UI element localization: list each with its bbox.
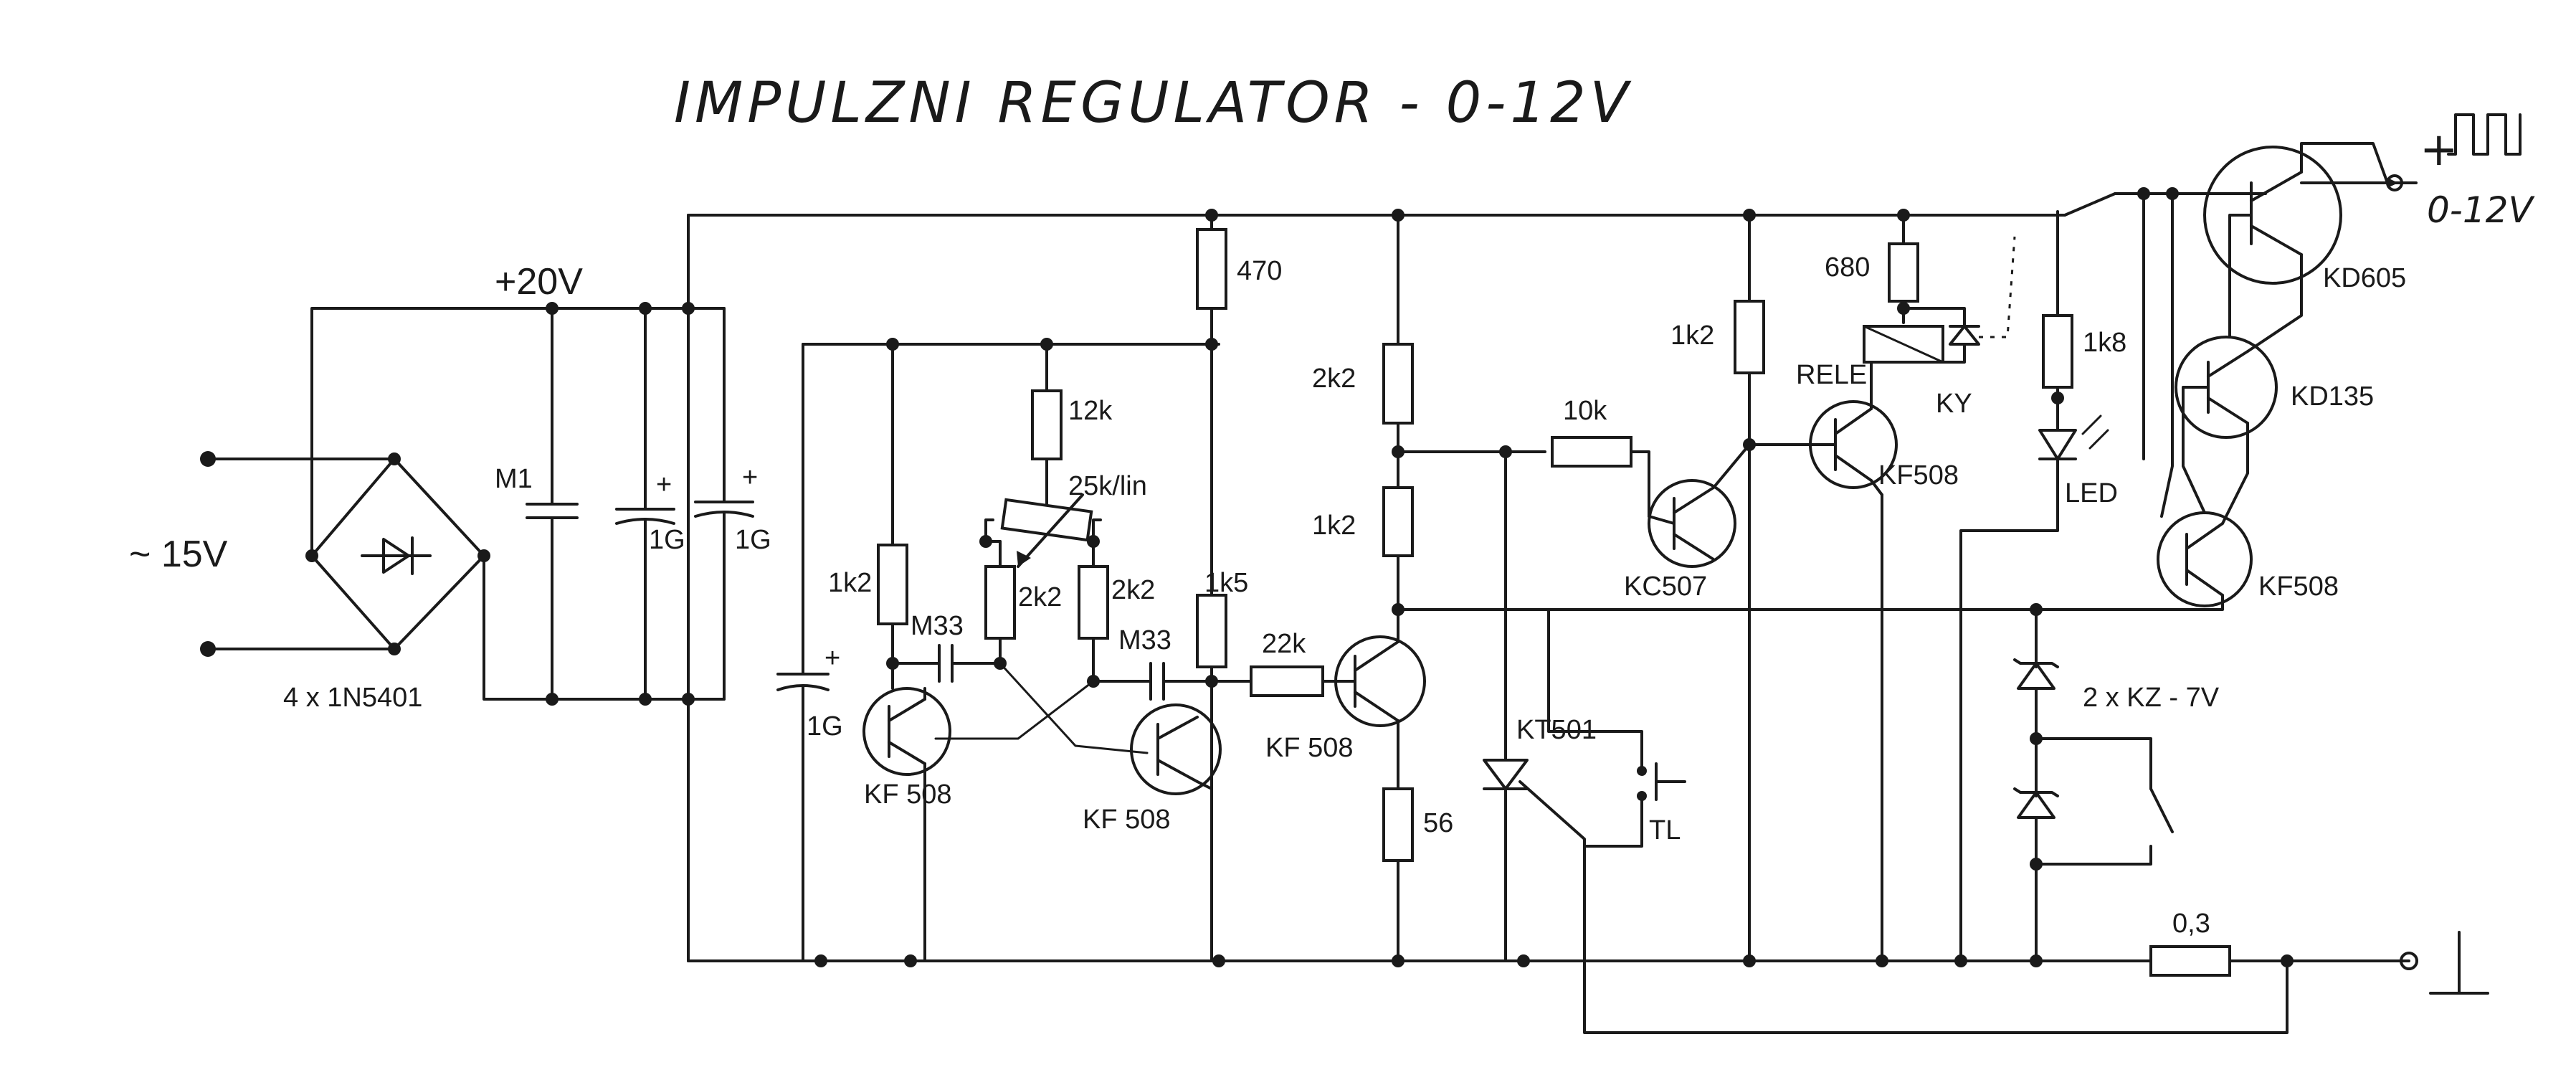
transistor-kf508-d: KF508 <box>1748 400 1959 962</box>
cap-1g-c-label: 1G <box>807 711 843 741</box>
kf508-b-label: KF 508 <box>1083 805 1171 835</box>
capacitor-m33-a: M33 <box>886 611 1007 683</box>
r-2k2-b-label: 2k2 <box>1111 575 1155 605</box>
kf508-e-label: KF508 <box>2258 572 2339 602</box>
output-plus-label: + <box>2420 123 2458 176</box>
r-680-label: 680 <box>1825 252 1870 283</box>
transistor-kc507: KC507 <box>1624 443 1751 602</box>
driver-column: 2k2 1k2 56 <box>1312 214 2152 962</box>
schematic-title: IMPULZNI REGULATOR - 0-12V <box>674 71 1632 136</box>
plus-a: + <box>656 470 672 500</box>
ground-symbol <box>2429 931 2489 995</box>
cap-1g-a-label: 1G <box>649 525 685 555</box>
output-bus <box>2142 174 2418 518</box>
output-label: 0-12V <box>2427 189 2535 231</box>
m33-a-label: M33 <box>911 611 964 641</box>
supply-rails: +20V <box>310 214 695 962</box>
bottom-rail <box>687 952 2418 970</box>
zener-diodes: 2 x KZ - 7V <box>2013 608 2220 962</box>
button-tl: TL <box>1547 608 1686 848</box>
transistor-kf508-b: KF 508 <box>1083 703 1222 835</box>
ac-input: ~ 15V <box>129 451 396 657</box>
led-label: LED <box>2065 478 2118 508</box>
relay-label: RELE <box>1796 360 1867 390</box>
kd135-label: KD135 <box>2291 382 2374 412</box>
transistor-kf508-c: KF 508 <box>1265 608 1426 763</box>
cross-coupling <box>934 662 1149 754</box>
m1-label: M1 <box>495 464 533 494</box>
pot-25k-label: 25k/lin <box>1068 471 1147 501</box>
relay-section: 680 RELE KY <box>1796 214 2016 419</box>
multivibrator-rail: 470 <box>802 214 1282 962</box>
m33-b-label: M33 <box>1118 625 1171 655</box>
capacitor-m1: M1 <box>495 307 579 701</box>
resistor-12k: 12k <box>1031 343 1113 514</box>
r-1k8-label: 1k8 <box>2083 328 2126 358</box>
r-22k-label: 22k <box>1262 629 1306 659</box>
r-56-label: 56 <box>1423 808 1453 838</box>
resistor-10k: 10k <box>1397 396 1650 518</box>
transistor-kd605: KD605 <box>2203 142 2406 353</box>
r-1k2-b-label: 1k2 <box>1312 511 1356 541</box>
ky-label: KY <box>1936 389 1972 419</box>
plus-c: + <box>824 643 840 673</box>
cap-1g-b-label: 1G <box>735 525 771 555</box>
kc507-label: KC507 <box>1624 572 1707 602</box>
resistor-2k2-b: 2k2 <box>1078 540 1155 683</box>
resistor-2k2-a: 2k2 <box>984 540 1062 665</box>
kd605-label: KD605 <box>2323 263 2406 293</box>
r-2k2-c-label: 2k2 <box>1312 364 1356 394</box>
capacitor-1g-a: + 1G <box>615 307 685 701</box>
kf508-c-label: KF 508 <box>1265 733 1354 763</box>
transistor-kd135: KD135 <box>2175 336 2374 525</box>
top-rail <box>687 187 2179 222</box>
plus-b: + <box>742 463 758 493</box>
kf508-d-label: KF508 <box>1878 460 1959 490</box>
output-marker: + 0-12V <box>2420 113 2535 231</box>
led-indicator: 1k8 LED <box>1959 210 2126 962</box>
r-10k-label: 10k <box>1563 396 1607 426</box>
bridge-label: 4 x 1N5401 <box>283 683 422 713</box>
resistor-22k: 22k <box>1210 629 1356 697</box>
capacitor-1g-c: + 1G <box>776 643 843 962</box>
potentiometer-25k: 25k/lin <box>979 471 1147 568</box>
zener-label: 2 x KZ - 7V <box>2083 683 2220 713</box>
zener-bypass-switch <box>2035 737 2174 866</box>
relay-contact <box>2042 192 2267 217</box>
ac-input-label: ~ 15V <box>129 534 228 575</box>
r-12k-label: 12k <box>1068 396 1113 426</box>
capacitor-1g-b: + 1G <box>687 307 771 701</box>
resistor-shunt: 0,3 <box>2149 909 2231 977</box>
transistor-kf508-e: KF508 <box>2149 511 2339 611</box>
resistor-1k2-c: 1k2 <box>1670 214 1765 962</box>
kf508-a-label: KF 508 <box>864 779 952 810</box>
transistor-kf508-a: KF 508 <box>862 687 952 962</box>
r-470-label: 470 <box>1237 256 1282 286</box>
r-2k2-a-label: 2k2 <box>1018 582 1062 612</box>
tl-label: TL <box>1649 815 1681 845</box>
r-shunt-label: 0,3 <box>2172 909 2210 939</box>
supply-voltage-label: +20V <box>495 261 583 303</box>
resistor-1k2-a: 1k2 <box>828 343 908 690</box>
bridge-rectifier: 4 x 1N5401 <box>283 452 490 713</box>
r-1k2-c-label: 1k2 <box>1670 321 1714 351</box>
r-1k2-a-label: 1k2 <box>828 568 872 598</box>
resistor-1k5: 1k5 <box>1196 568 1248 668</box>
r-1k5-label: 1k5 <box>1204 568 1248 598</box>
